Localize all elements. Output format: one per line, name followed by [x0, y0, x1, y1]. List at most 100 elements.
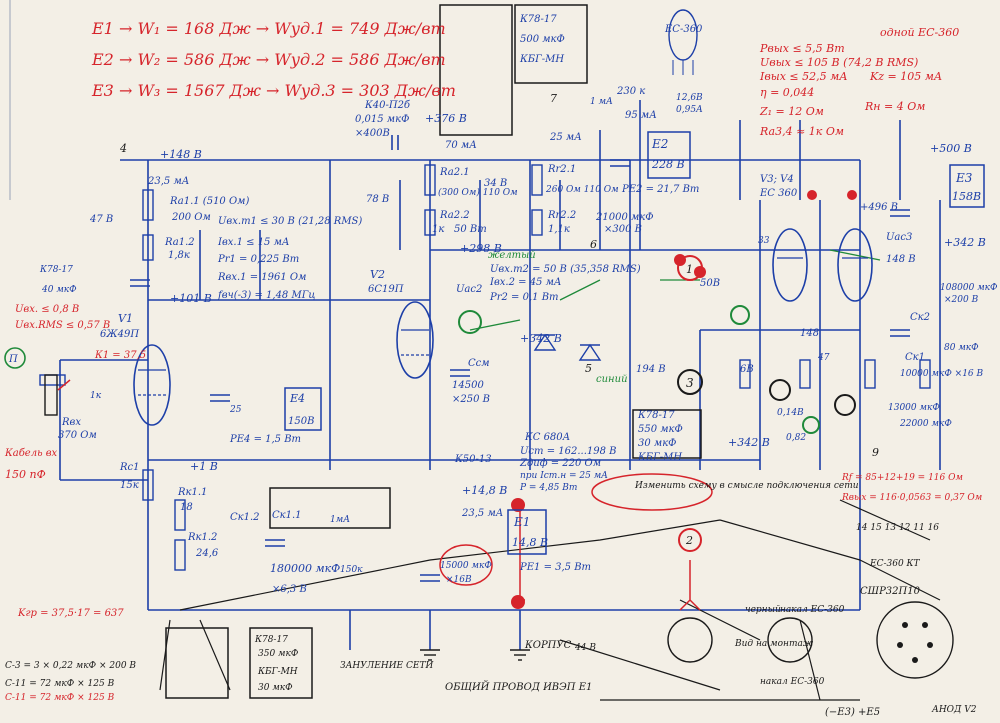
blue-labels: К78-17 500 мкФ КБГ-МН ЕС-360 12,6В 0,95А…: [8, 14, 998, 595]
ec360-mid: ЕС 360: [759, 188, 798, 199]
pr1: Pr1 = 0,225 Вт: [217, 254, 299, 265]
rn: Rн = 4 Ом: [864, 100, 925, 113]
pins: 14 15 13 12 11 16: [856, 523, 939, 533]
c108000: 108000 мкФ: [940, 283, 998, 293]
rvyx: Rвых = 116·0,0563 = 0,37 Ом: [841, 493, 982, 503]
rc1-val: 15к: [120, 480, 139, 491]
ck12: Cк1.2: [230, 512, 260, 523]
ra21: Ra2.1: [439, 167, 470, 178]
e1-v: 14,8 В: [512, 536, 548, 549]
z33: 33: [758, 236, 770, 246]
v78: 78 В: [366, 194, 389, 205]
v298: +298 В: [460, 242, 502, 255]
ucm: Uст = 162...198 В: [520, 446, 616, 457]
n5: 5: [585, 362, 592, 375]
ra22v: 1к: [432, 224, 444, 235]
rr22: Rr2.2: [547, 210, 576, 221]
korpus: КОРПУС: [524, 640, 572, 651]
ck2: Cк2: [910, 312, 930, 323]
kab: Кабель вх: [4, 448, 58, 459]
v47: 47 В: [89, 214, 113, 225]
ck2v: 80 мкФ: [944, 343, 979, 353]
v2-tube: 6С19П: [368, 284, 404, 295]
ground-symbols: [420, 649, 530, 661]
izmen: Изменить схему в смысле подключения сети: [634, 481, 859, 491]
red-dots: [511, 190, 857, 609]
kc680: КС 680А: [524, 432, 570, 443]
v500: +500 В: [930, 142, 972, 155]
input-pot: [44, 374, 71, 416]
e3-v: 158В: [952, 190, 981, 203]
energy-line-3: E3 → W₃ = 1567 Дж → Wуд.3 = 303 Дж/вт: [91, 81, 456, 100]
rk11: Rк1.1: [177, 487, 207, 498]
c21000: 21000 мкФ: [595, 212, 654, 223]
v342r: +342 В: [728, 436, 770, 449]
i-230: 230 к: [616, 86, 645, 97]
z1: Z₁ = 12 Ом: [759, 105, 824, 118]
v342: +342 В: [520, 332, 562, 345]
rk12-val: 24,6: [195, 548, 219, 559]
v1: V1: [118, 312, 133, 325]
ra12v: 1,8к: [168, 250, 190, 261]
v1-plus: +1 В: [190, 460, 218, 473]
ec360-top-a: 0,95А: [676, 105, 703, 115]
im2: Iвх.2 = 45 мА: [489, 277, 561, 288]
kz: Kz = 105 мА: [869, 70, 942, 83]
nakal2: накал ЕС-360: [760, 677, 825, 687]
zk: 1к: [90, 391, 102, 401]
i-out: Iвых ≤ 52,5 мА: [759, 70, 848, 83]
zm1: 1мА: [330, 515, 350, 525]
pe1: PE1 = 3,5 Вт: [519, 562, 591, 573]
k40-c: 0,015 мкФ: [355, 114, 409, 125]
k78-right-c: 550 мкФ: [638, 424, 683, 435]
v194: 194 В: [636, 364, 666, 375]
tube-v3: [772, 228, 808, 302]
ck1rv: 10000 мкФ ×16 В: [900, 369, 984, 379]
energy-line-1: E1 → W₁ = 168 Дж → Wуд.1 = 749 Дж/вт: [91, 19, 446, 38]
capacitors: [130, 135, 910, 582]
kbg-bot-c: 30 мкФ: [258, 683, 293, 693]
n7: 7: [550, 92, 557, 105]
n1: 1: [686, 263, 693, 276]
pe2: PE2 = 21,7 Вт: [621, 184, 699, 195]
rvx1: Rвх.1 = 1961 Ом: [217, 272, 306, 283]
v101: +101 В: [170, 292, 212, 305]
e5: (−E3) +E5: [825, 707, 880, 718]
ec360-top-v: 12,6В: [676, 93, 703, 103]
zdif: Zдиф = 220 Ом: [519, 458, 601, 469]
uac2: Uac2: [456, 284, 482, 295]
ck11: Cк1.1: [272, 510, 302, 521]
i-6v: 6В: [740, 364, 754, 375]
v496: +496 В: [860, 202, 898, 213]
nakal: накал ЕС-360: [780, 605, 845, 615]
rr21v: 260 Ом 110 Ом: [545, 185, 619, 195]
v342rr: +342 В: [944, 236, 986, 249]
i-148: 148: [800, 328, 819, 339]
k78-bot-c: 350 мкФ: [258, 649, 299, 659]
n2: 2: [685, 534, 693, 547]
e1: E1: [513, 515, 530, 529]
rk12: Rк1.2: [187, 532, 217, 543]
i-95: 95 мА: [625, 110, 657, 121]
kbg-top: КБГ-МН: [519, 54, 564, 65]
c16v: ×16В: [446, 575, 472, 585]
i-50v: 50В: [700, 278, 720, 289]
anod: АНОД V2: [931, 705, 977, 715]
red-labels: Uвх. ≤ 0,8 В Uвх.RMS ≤ 0,57 В К1 = 37,5 …: [4, 304, 982, 703]
ec360-top: ЕС-360: [664, 24, 703, 35]
c250: ×250 В: [452, 394, 490, 405]
um1: Uвх.m1 ≤ 30 В (21,28 RMS): [218, 216, 362, 227]
k78-top-c: 500 мкФ: [520, 34, 565, 45]
source-boxes: [165, 4, 985, 699]
e2-v: 228 В: [651, 158, 685, 171]
ra11b: 200 Ом: [171, 212, 211, 223]
kab-c: 150 пФ: [5, 468, 46, 481]
n6: 6: [590, 238, 597, 251]
c300: ×300 В: [604, 224, 642, 235]
ck1r: Cк1: [905, 352, 925, 363]
wiring-black: [159, 499, 941, 701]
cshp: СШР32П10: [860, 586, 921, 597]
rvx-val: 370 Ом: [58, 430, 97, 441]
connector-cshp: [667, 601, 954, 679]
